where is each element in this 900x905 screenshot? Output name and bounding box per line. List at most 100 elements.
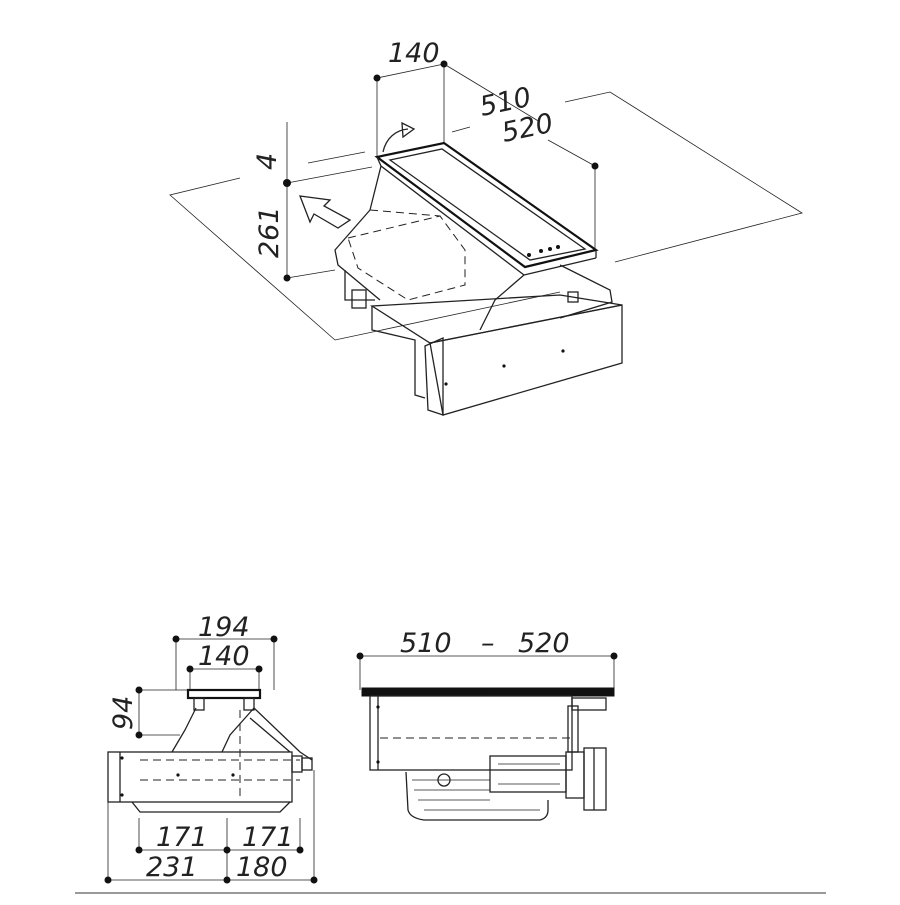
iso-glass-inner (388, 148, 587, 261)
dim-171-right: 171 (242, 822, 294, 853)
dim-point (223, 846, 231, 854)
dim-point (610, 652, 618, 660)
side-duct-right-inner (249, 717, 291, 753)
side-duct-right (253, 707, 313, 761)
side-connector (291, 755, 303, 773)
iso-glass-edge (523, 257, 597, 276)
dim-point (223, 876, 231, 884)
dim-180: 180 (236, 852, 288, 883)
dim-point (310, 876, 318, 884)
control-icon (527, 253, 531, 257)
control-icon (539, 249, 543, 253)
screw-icon (561, 349, 565, 353)
dim-194: 194 (198, 612, 250, 643)
screw-icon (444, 382, 448, 386)
screw-icon (594, 691, 598, 695)
iso-duct-right (479, 274, 525, 331)
dim-point (440, 60, 448, 68)
iso-motor-box-left (371, 306, 426, 399)
iso-duct-left (334, 165, 382, 301)
dim-point (356, 652, 364, 660)
control-icon (548, 247, 552, 251)
side-view: 194 140 94 (104, 612, 318, 884)
iso-motor-top (559, 264, 613, 319)
iso-glass-edge (376, 156, 382, 167)
front-fan-hub (437, 773, 451, 787)
iso-view: 140 510 520 4 261 (169, 38, 803, 416)
iso-motor-box-front (429, 304, 623, 416)
dim-line-depth (547, 139, 596, 167)
ext-line (286, 269, 336, 279)
screw-icon (502, 364, 506, 368)
screw-icon (176, 773, 180, 777)
screw-icon (484, 691, 488, 695)
ext-line (307, 151, 366, 164)
side-top-flange (186, 688, 262, 700)
dim-140-iso: 140 (388, 38, 440, 69)
dim-171-left: 171 (156, 822, 208, 853)
dim-point (296, 846, 304, 854)
front-bracket-arm (567, 705, 579, 753)
rotate-arrow-head (401, 121, 416, 139)
dim-point (172, 635, 180, 643)
dim-510-front: 510 (400, 628, 452, 659)
front-motor-cap (583, 747, 607, 811)
dim-range-separator: – (481, 628, 495, 659)
screw-icon (376, 705, 380, 709)
side-duct-left (171, 707, 197, 753)
dim-point (135, 731, 143, 739)
control-icon (556, 245, 560, 249)
dim-231: 231 (146, 852, 198, 883)
dim-point (135, 686, 143, 694)
side-clip (193, 697, 205, 711)
front-motor-box (489, 755, 567, 793)
iso-bracket (567, 291, 579, 303)
front-glass-top (361, 687, 615, 697)
dim-point (373, 74, 381, 82)
side-base (131, 801, 291, 813)
iso-glass-edge (380, 165, 525, 276)
iso-worktop-outline-left (169, 177, 561, 341)
iso-motor-box-side (424, 336, 444, 416)
iso-glass-top (374, 141, 599, 269)
screw-icon (120, 793, 124, 797)
iso-hidden-line (369, 209, 441, 217)
dim-point (186, 665, 194, 673)
dim-4-iso: 4 (252, 153, 283, 170)
dim-point (283, 179, 291, 187)
dim-line-depth (443, 63, 541, 123)
front-body (369, 695, 573, 771)
dim-point (283, 274, 291, 282)
side-clip (243, 697, 255, 711)
front-view: 510 – 520 (356, 628, 618, 821)
dim-dash (451, 126, 471, 133)
iso-bracket (351, 289, 367, 309)
dim-point (135, 846, 143, 854)
dim-94: 94 (108, 696, 139, 730)
rotate-arrow-icon (382, 128, 409, 153)
screw-icon (231, 773, 235, 777)
iso-motor-box-top (369, 294, 623, 344)
dim-point (270, 635, 278, 643)
screw-icon (376, 760, 380, 764)
front-motor-flange (565, 751, 585, 799)
iso-body-side (344, 270, 375, 301)
airflow-arrow-icon (299, 195, 352, 229)
side-body (107, 751, 293, 803)
screw-icon (372, 691, 376, 695)
ext-line (286, 166, 373, 184)
side-connector (301, 757, 313, 771)
dim-140-side: 140 (198, 641, 250, 672)
dim-point (591, 162, 599, 170)
side-duct-mid (221, 707, 255, 753)
iso-worktop-outline-right (564, 91, 803, 263)
front-fan-housing (405, 771, 549, 821)
front-bracket (571, 697, 607, 711)
dim-point (104, 876, 112, 884)
dim-point (255, 665, 263, 673)
dim-520-front: 520 (518, 628, 570, 659)
screw-icon (120, 756, 124, 760)
dim-261-iso: 261 (254, 206, 285, 258)
